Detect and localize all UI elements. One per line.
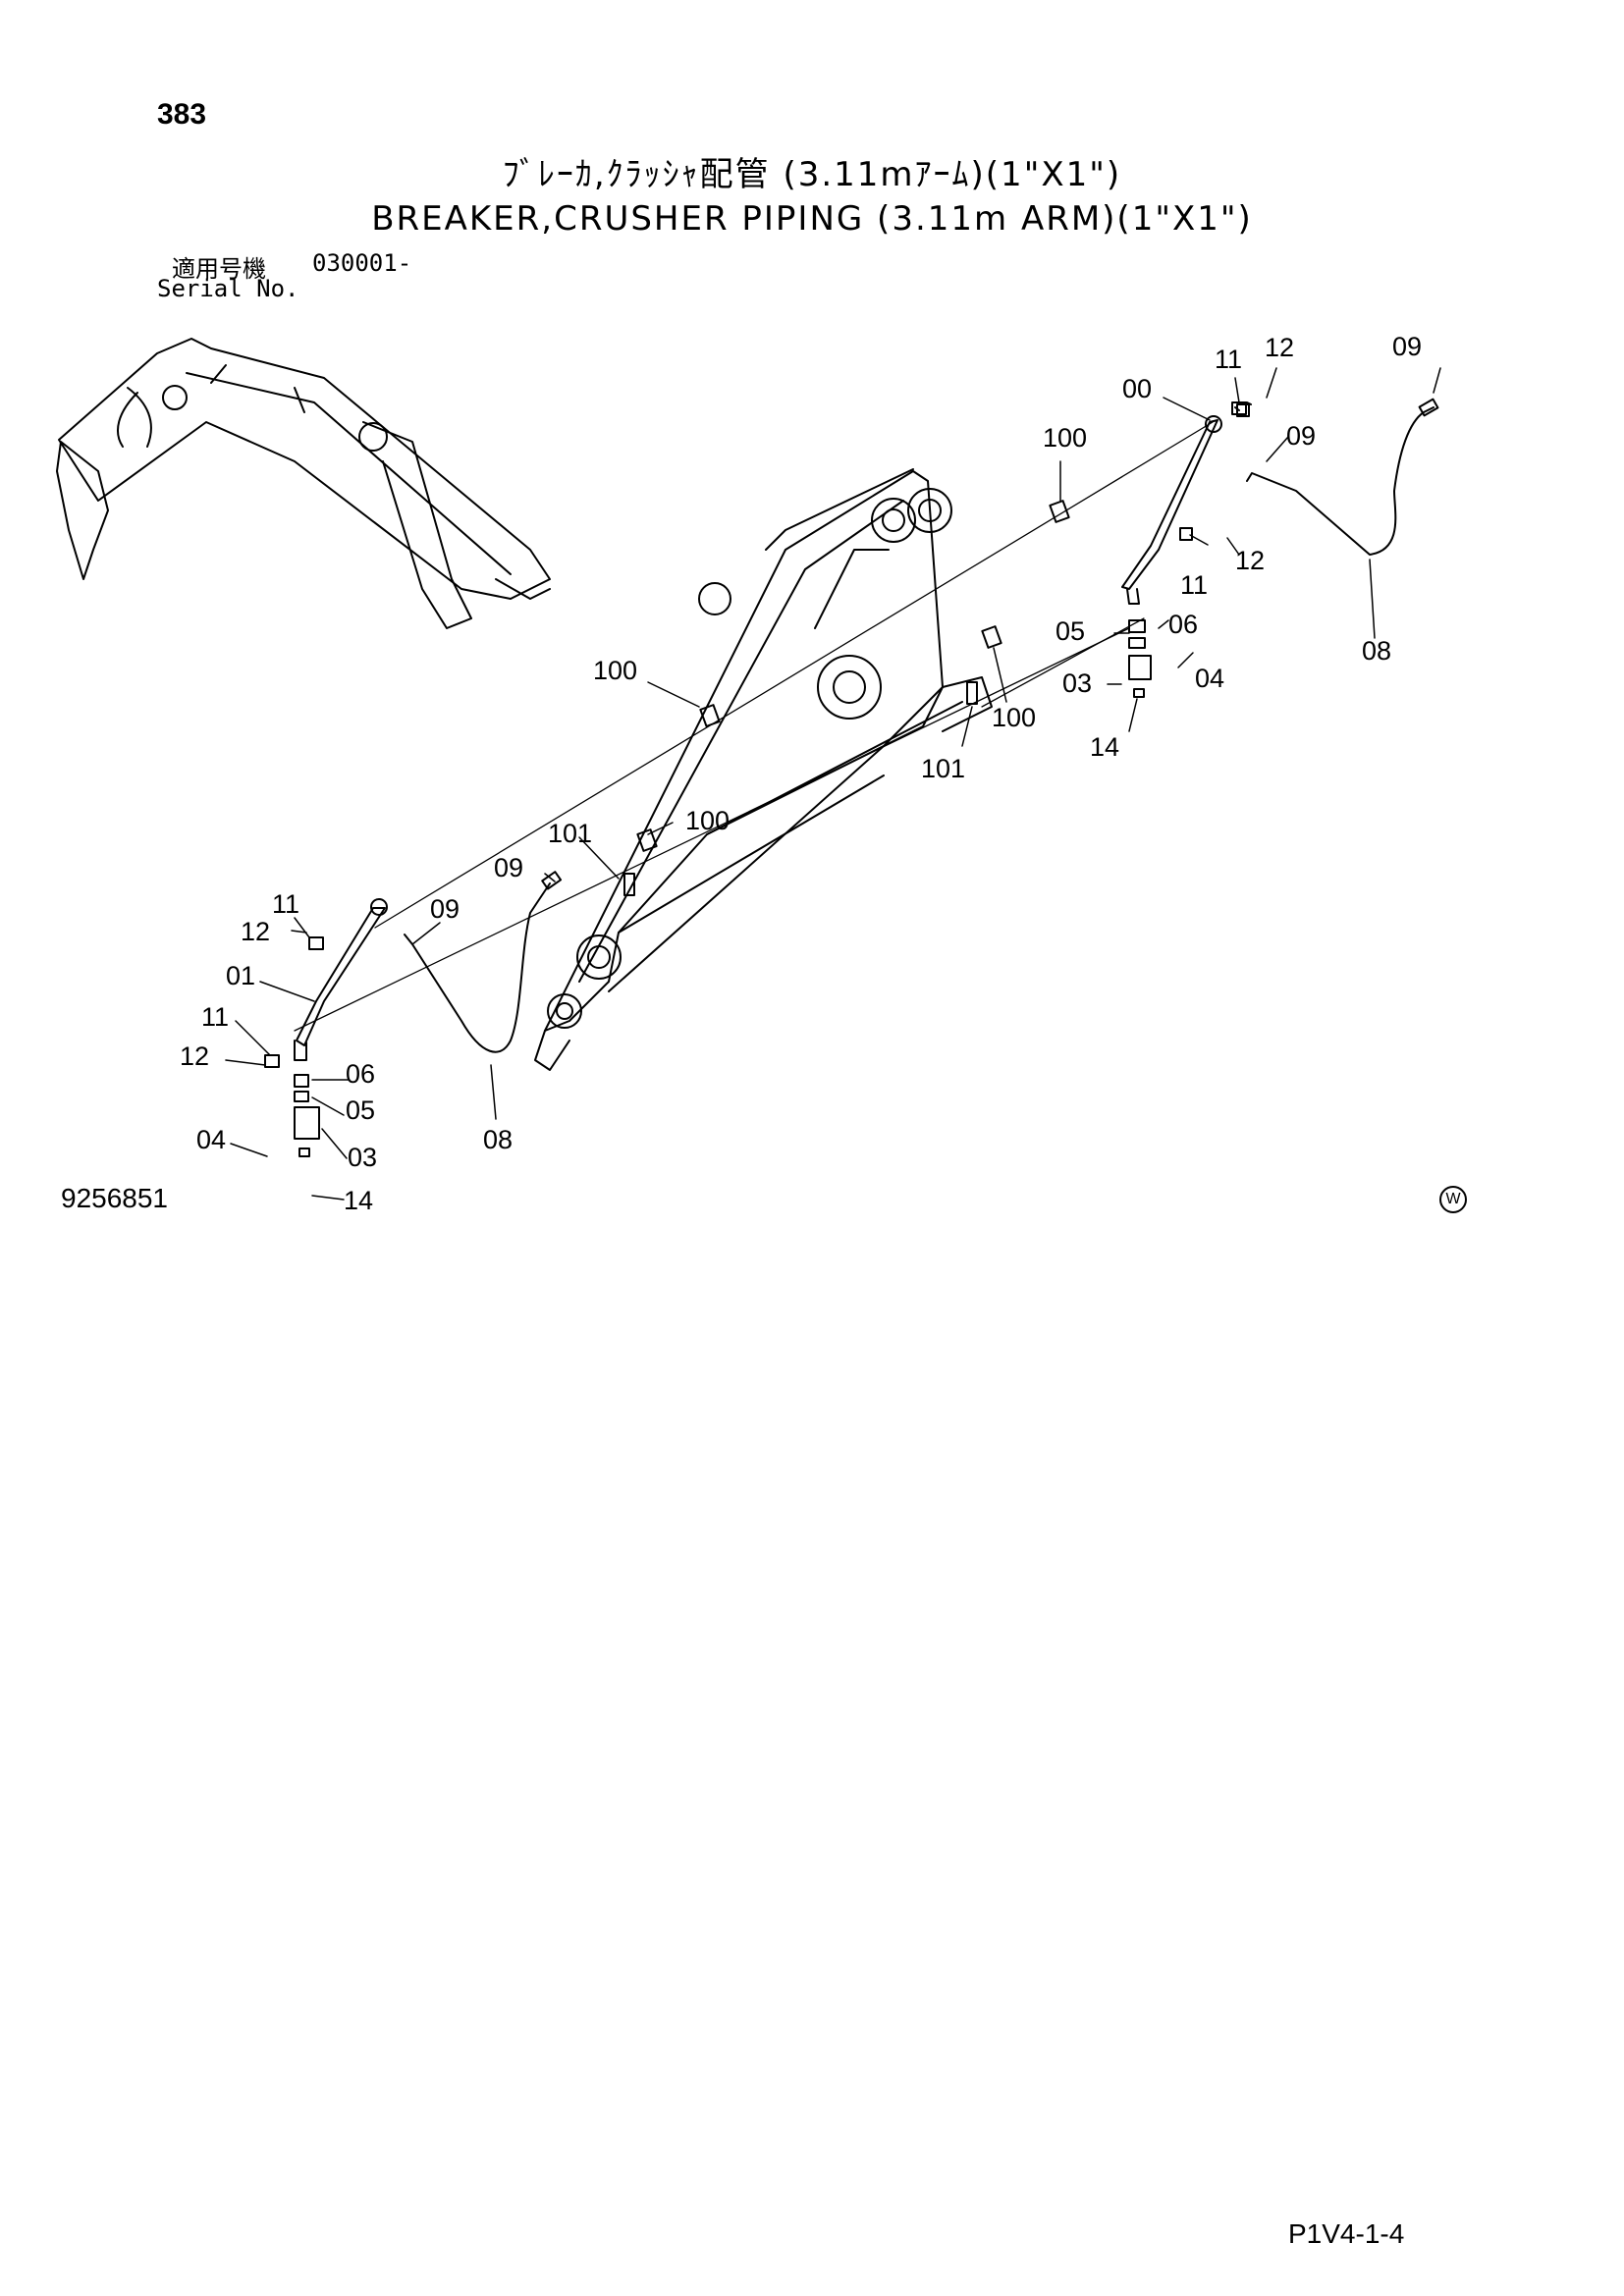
callout-04-left: 04: [196, 1125, 226, 1154]
callout-09-right-mid: 09: [1286, 421, 1316, 451]
callout-101-left: 101: [548, 819, 592, 848]
callout-06-left: 06: [346, 1059, 375, 1089]
callout-04-right: 04: [1195, 664, 1224, 693]
serial-label-japanese: 適用号機: [172, 255, 266, 283]
callout-11-right-mid: 11: [1180, 570, 1208, 600]
callout-14-left: 14: [344, 1186, 373, 1215]
diagram-number: 9256851: [61, 1183, 169, 1213]
callout-11-left-upper: 11: [272, 889, 299, 919]
callout-08-right: 08: [1362, 636, 1391, 666]
page-number: 383: [157, 98, 207, 131]
callout-03-right: 03: [1062, 668, 1092, 698]
w-circle-mark: W: [1439, 1186, 1467, 1213]
serial-label-english: Serial No.: [157, 275, 299, 302]
callout-14-right: 14: [1090, 732, 1119, 762]
callout-06-right: 06: [1168, 610, 1198, 639]
callout-05-left: 05: [346, 1095, 375, 1125]
title-japanese: ﾌﾞﾚｰｶ,ｸﾗｯｼｬ配管 (3.11mｱｰﾑ)(1"X1"): [502, 155, 1122, 194]
callout-05-right: 05: [1056, 616, 1085, 646]
page-reference: P1V4-1-4: [1288, 2218, 1405, 2249]
leader-lines: [225, 367, 1441, 1201]
callout-12-left-lower: 12: [180, 1041, 209, 1071]
callout-100-center-right: 100: [992, 703, 1036, 732]
callout-101-center-right: 101: [921, 754, 965, 783]
title-english: BREAKER,CRUSHER PIPING (3.11m ARM)(1"X1"…: [371, 199, 1253, 239]
callout-12-left-upper: 12: [241, 917, 270, 946]
callout-100-center-left: 100: [593, 656, 637, 685]
callout-08-left: 08: [483, 1125, 513, 1154]
callout-09-left-mid: 09: [430, 894, 460, 924]
callout-09-top-right: 09: [1392, 332, 1422, 361]
callout-12-top-right: 12: [1265, 333, 1294, 362]
callout-11-left-lower: 11: [201, 1002, 229, 1032]
callout-09-left-upper: 09: [494, 853, 523, 882]
clamps: [623, 403, 1250, 896]
callout-100-left: 100: [685, 806, 730, 835]
callout-12-right-mid: 12: [1235, 546, 1265, 575]
callout-11-top-right: 11: [1215, 345, 1242, 374]
callout-100-top: 100: [1043, 423, 1087, 453]
arm-body: [534, 468, 993, 1071]
serial-number-value: 030001-: [312, 249, 412, 277]
left-pipe-assembly: [264, 871, 563, 1157]
callout-03-left: 03: [348, 1143, 377, 1172]
excavator-overview: [56, 338, 551, 629]
callout-00: 00: [1122, 374, 1152, 403]
callout-01: 01: [226, 961, 255, 990]
right-pipe-assembly: [1121, 398, 1439, 698]
